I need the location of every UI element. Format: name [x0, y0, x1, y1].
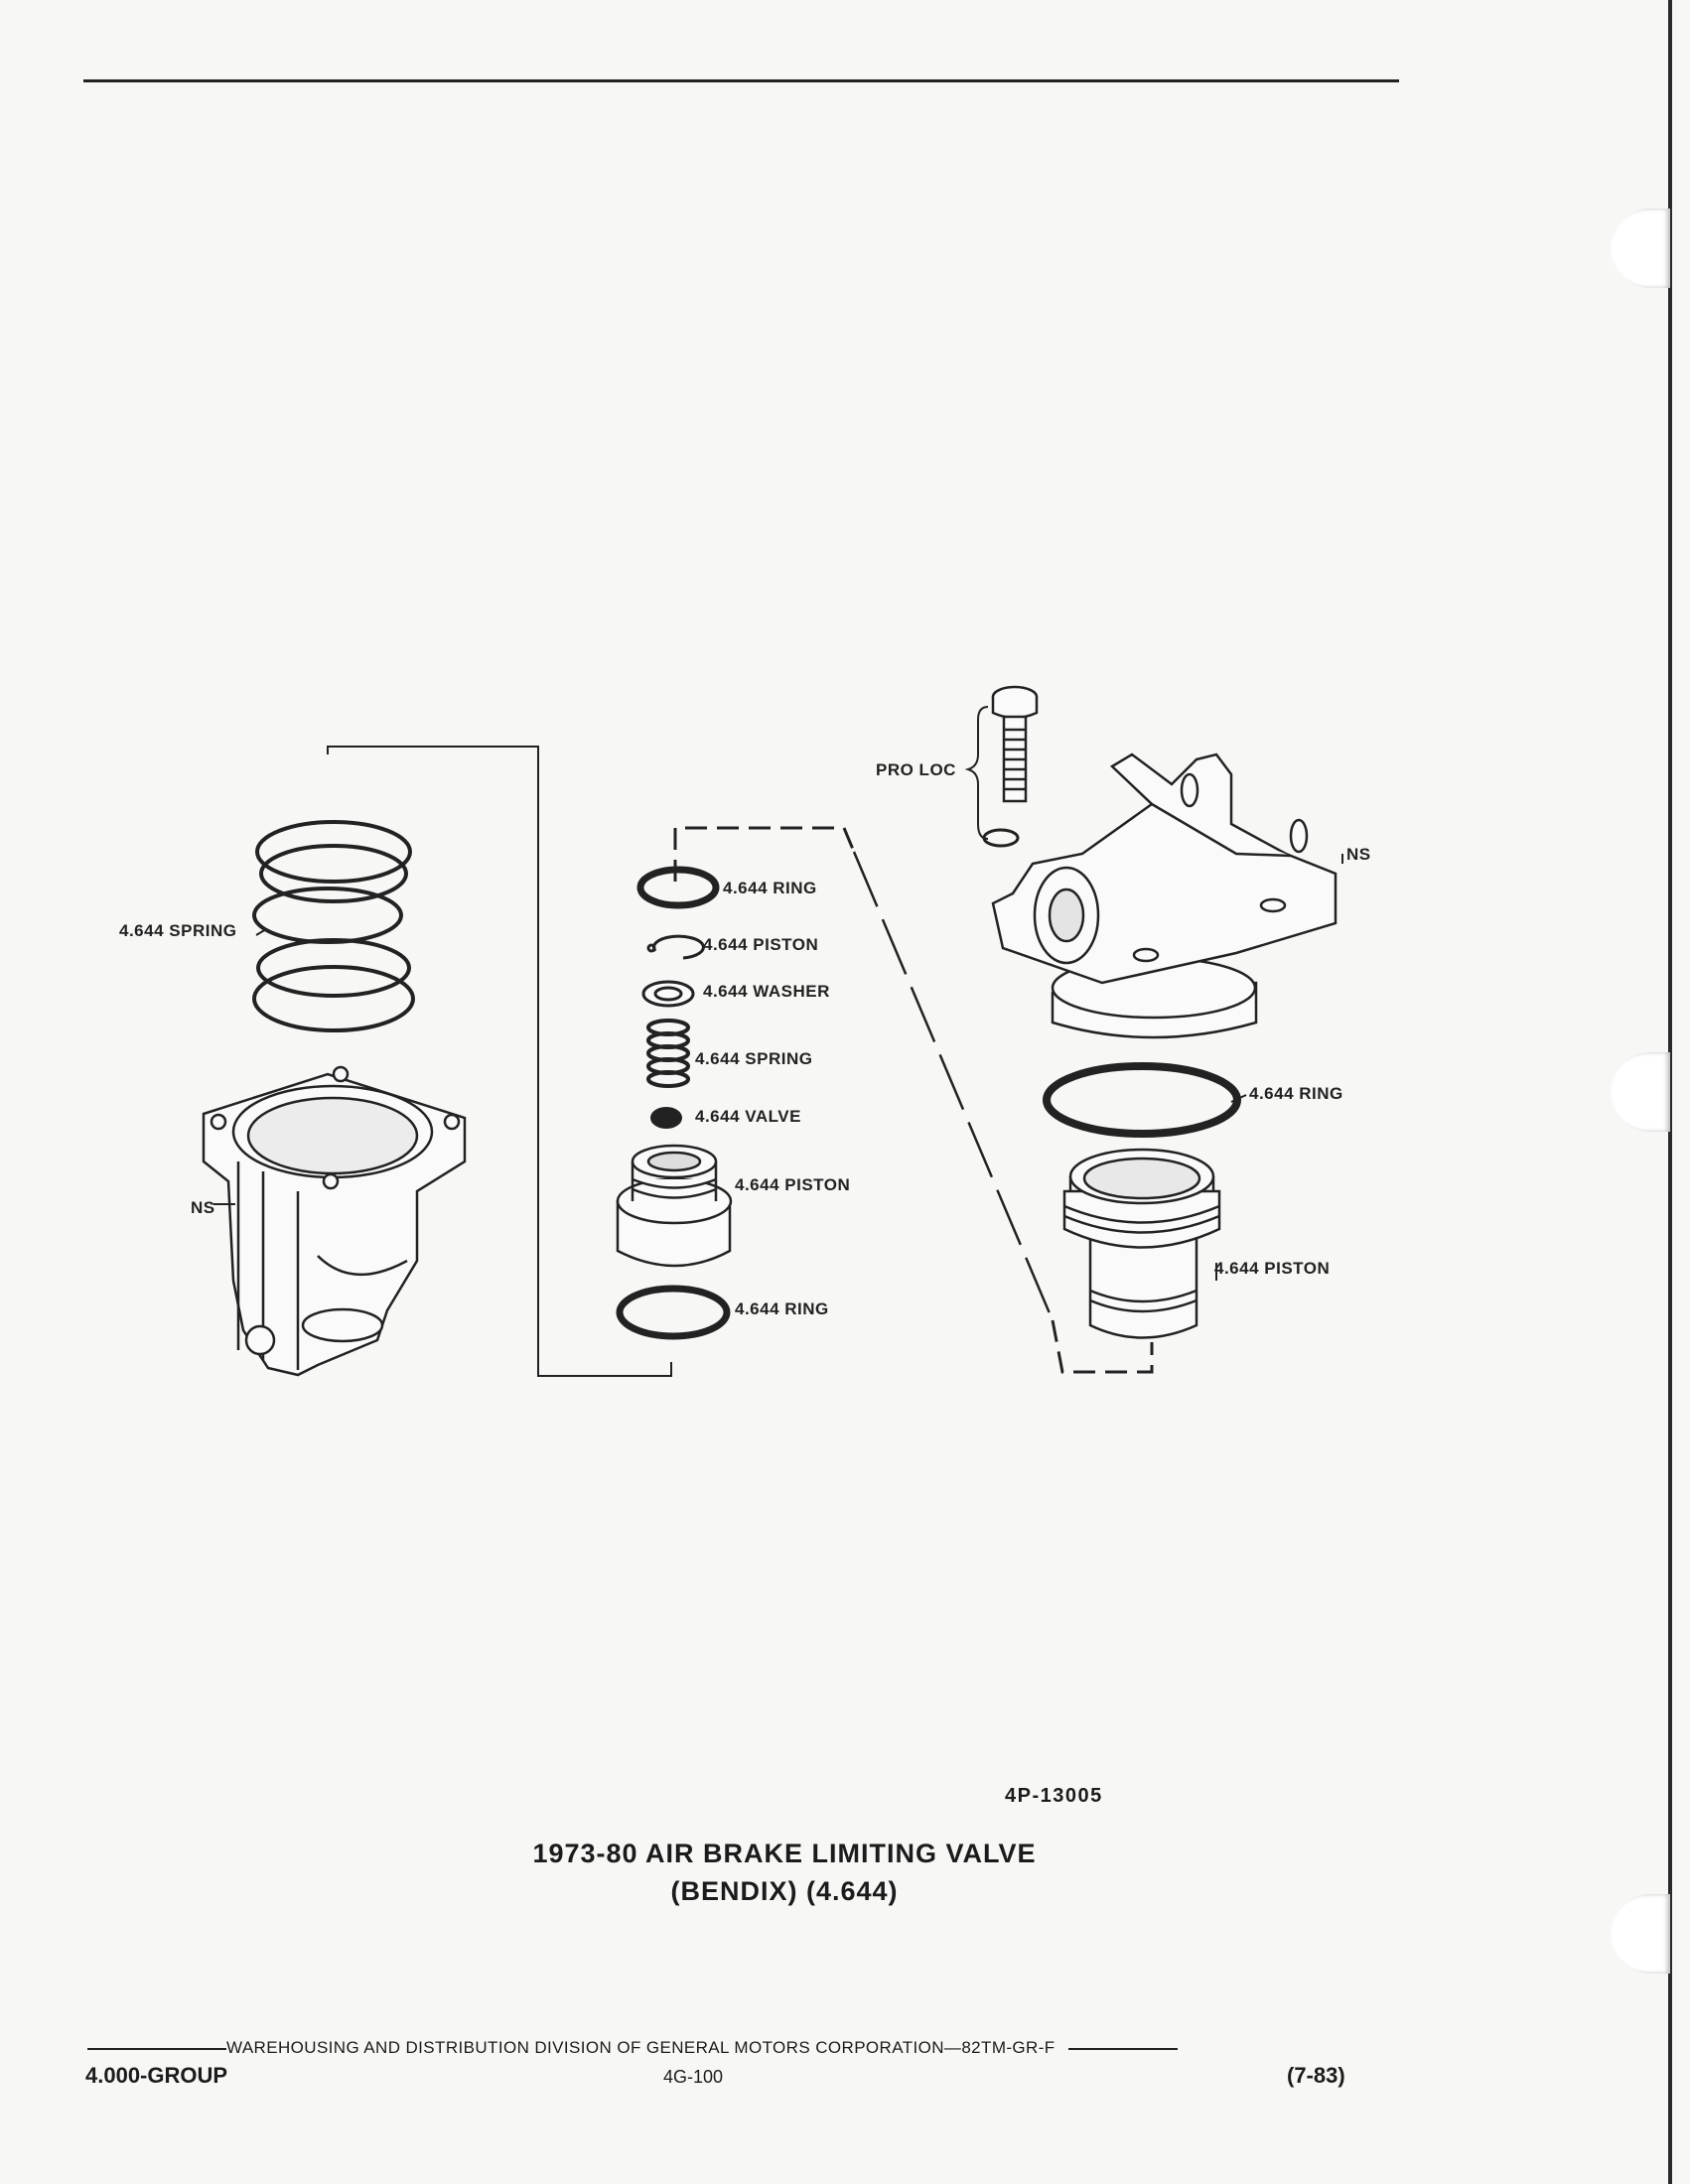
label-spring-left: 4.644 SPRING — [119, 921, 236, 940]
footer-page-number: 4G-100 — [663, 2067, 724, 2087]
label-ring-3: 4.644 RING — [1249, 1084, 1343, 1103]
top-rule — [83, 79, 1399, 82]
label-ns-right: NS — [1346, 845, 1371, 864]
footer-dash-left — [87, 2047, 226, 2050]
middle-leader-top — [673, 826, 856, 882]
binder-hole-middle — [1611, 1052, 1670, 1132]
label-washer: 4.644 WASHER — [703, 982, 830, 1001]
label-pro-loc: PRO LOC — [876, 760, 956, 779]
left-spring-drawing — [252, 820, 415, 1032]
left-housing-drawing — [202, 1065, 467, 1377]
figure-caption-line-1: 1973-80 AIR BRAKE LIMITING VALVE — [532, 1839, 1037, 1868]
lock-washer-drawing — [982, 828, 1020, 848]
label-ns-left: NS — [191, 1198, 215, 1217]
ring-2-drawing — [616, 1285, 731, 1340]
binder-hole-top — [1611, 208, 1670, 288]
footer-group: 4.000-GROUP — [85, 2063, 228, 2088]
middle-leader-diagonal — [852, 851, 1055, 1321]
label-piston-2: 4.644 PISTON — [735, 1175, 850, 1194]
piston-2-drawing — [616, 1144, 733, 1268]
label-spring-mid: 4.644 SPRING — [695, 1049, 812, 1068]
footer-dash-right — [1067, 2047, 1178, 2050]
pro-loc-brace — [964, 706, 989, 840]
footer-date: (7-83) — [1287, 2063, 1345, 2088]
middle-leader-bottom — [1051, 1319, 1154, 1374]
label-ring-2: 4.644 RING — [735, 1299, 829, 1318]
left-leader-bracket — [327, 746, 672, 1377]
footer-division-text: WAREHOUSING AND DISTRIBUTION DIVISION OF… — [226, 2038, 1056, 2057]
right-housing-drawing — [991, 752, 1338, 1039]
piston-3-drawing — [1062, 1148, 1221, 1339]
ring-3-drawing — [1043, 1062, 1241, 1138]
valve-drawing — [650, 1107, 682, 1129]
label-valve: 4.644 VALVE — [695, 1107, 801, 1126]
page-edge — [1668, 0, 1672, 2184]
washer-drawing — [641, 980, 695, 1008]
label-piston-3: 4.644 PISTON — [1214, 1259, 1330, 1278]
middle-spring-drawing — [646, 1019, 690, 1088]
pro-loc-screw-drawing — [991, 685, 1039, 803]
binder-hole-bottom — [1611, 1894, 1670, 1974]
figure-caption-line-2: (BENDIX) (4.644) — [670, 1876, 899, 1906]
label-ring-1: 4.644 RING — [723, 879, 817, 897]
figure-number: 4P-13005 — [1005, 1785, 1103, 1807]
label-piston-1: 4.644 PISTON — [703, 935, 818, 954]
ring-1-drawing — [636, 866, 720, 909]
footer-division-line: WAREHOUSING AND DISTRIBUTION DIVISION OF… — [87, 2038, 1358, 2058]
piston-1-snap-ring-drawing — [646, 934, 705, 960]
